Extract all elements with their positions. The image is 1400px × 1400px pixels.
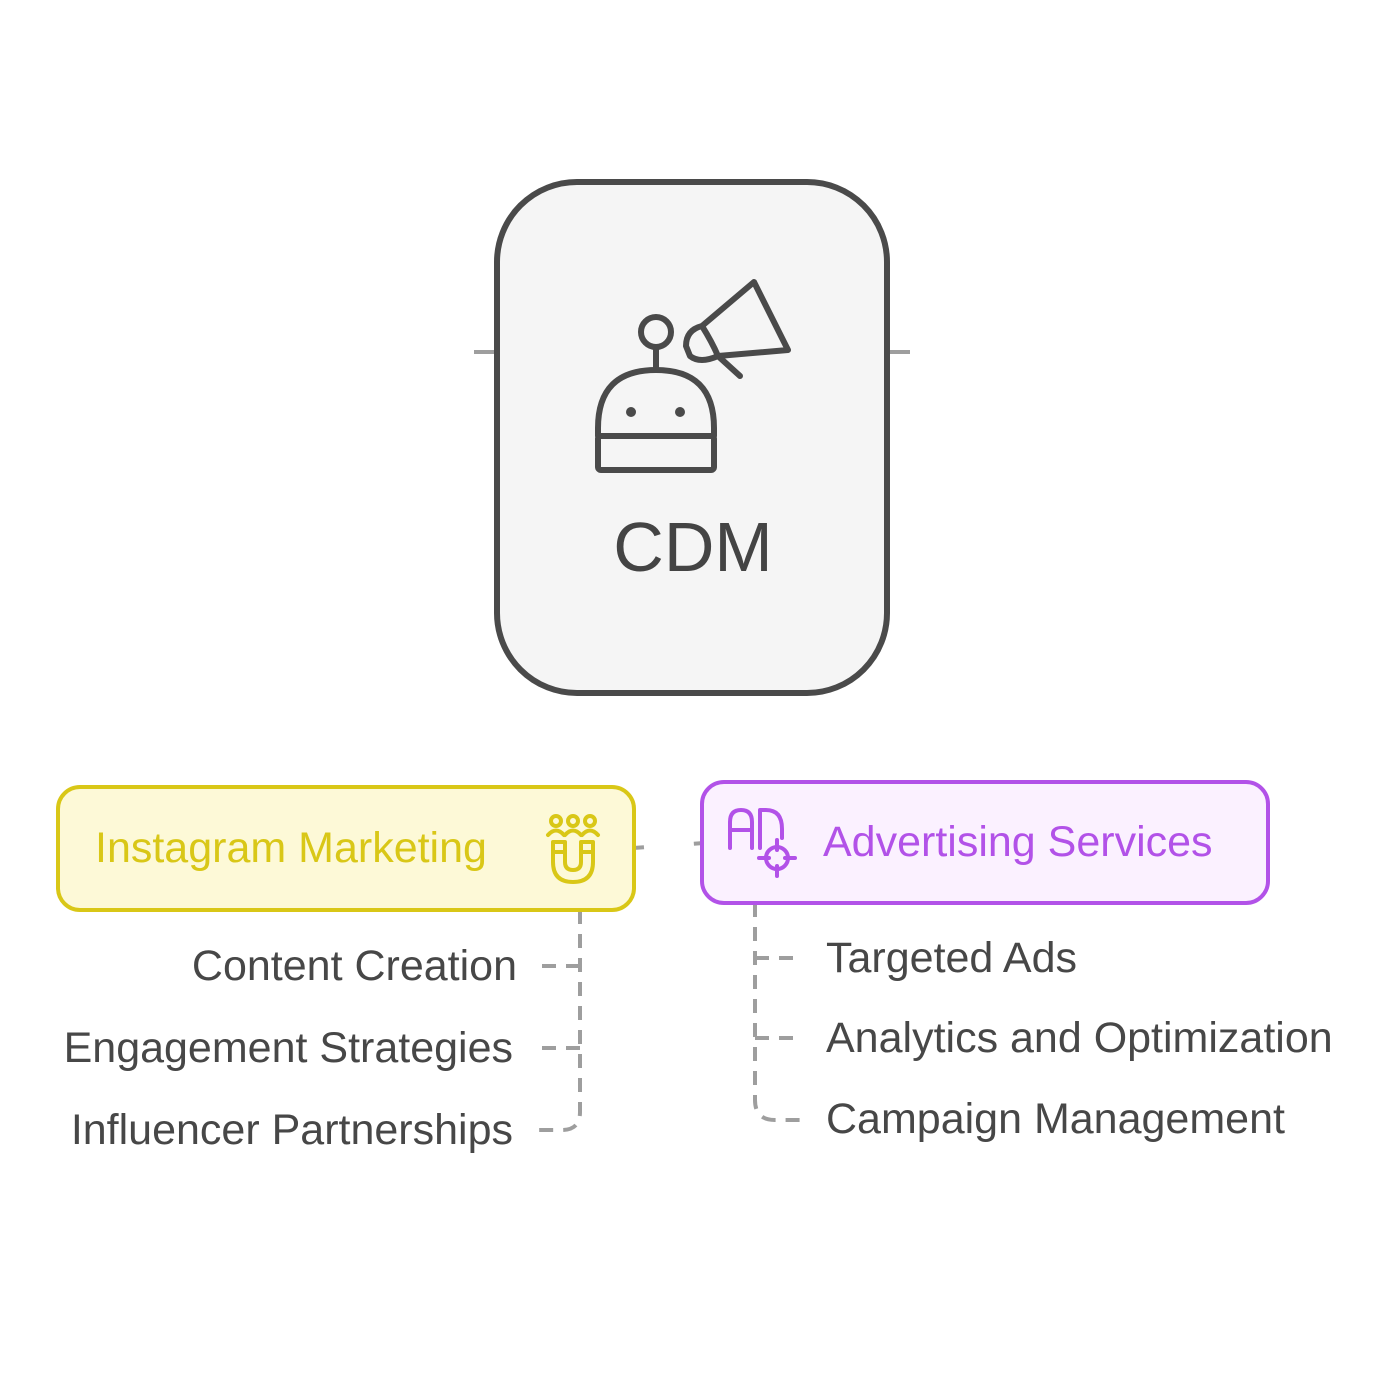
- ad-target-icon: [728, 808, 797, 878]
- robot-megaphone-icon: [595, 279, 791, 473]
- instagram-trunk: [536, 910, 582, 1132]
- leaf-content-creation: Content Creation: [191, 942, 517, 990]
- leaf-engagement-strategies: Engagement Strategies: [63, 1024, 513, 1072]
- branch-link: [633, 841, 705, 850]
- leaf-analytics-optimization: Analytics and Optimization: [826, 1014, 1333, 1062]
- instagram-marketing-node[interactable]: [56, 785, 636, 912]
- leaf-influencer-partnerships: Influencer Partnerships: [70, 1106, 513, 1154]
- leaf-targeted-ads: Targeted Ads: [826, 934, 1078, 982]
- advertising-services-title: Advertising Services: [823, 818, 1213, 866]
- instagram-marketing-title: Instagram Marketing: [95, 824, 487, 872]
- leaf-campaign-management: Campaign Management: [826, 1095, 1285, 1143]
- advertising-trunk: [753, 903, 800, 1122]
- magnet-people-icon: [546, 814, 600, 884]
- root-title: CDM: [613, 508, 773, 586]
- advertising-services-node[interactable]: [700, 780, 1270, 905]
